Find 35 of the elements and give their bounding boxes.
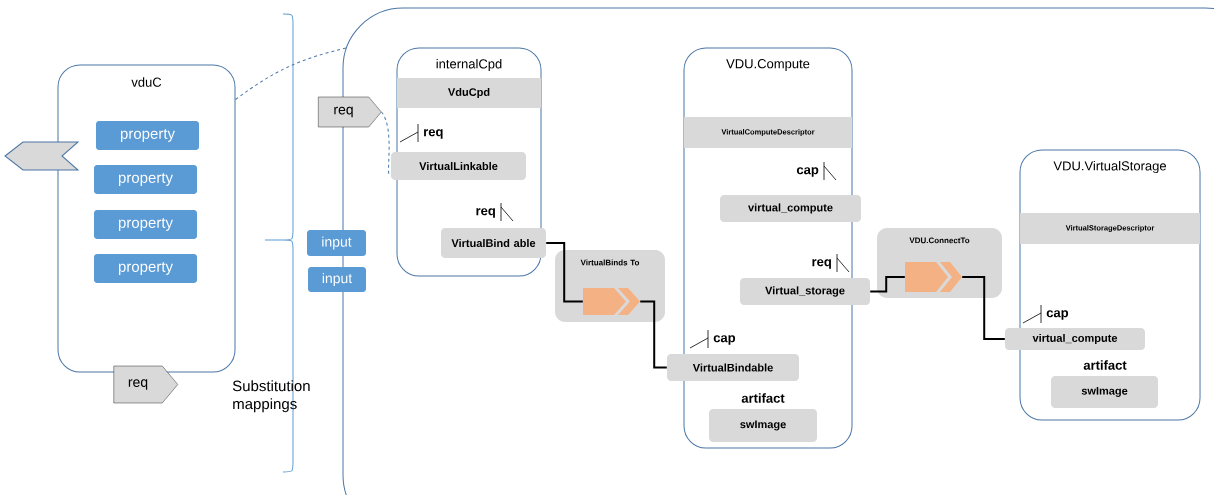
connector [961,276,1006,340]
port-label: req [812,259,831,269]
artifact-label: artifact [1083,360,1127,370]
property-box: property [96,121,199,150]
property-box: property [94,165,197,194]
port-box: Virtual_storage [740,278,870,305]
type-band: VduCpd [397,78,541,108]
relationship-symbol [905,262,962,292]
connector [869,276,906,293]
input-box: input [308,267,366,292]
connector [381,111,392,176]
property-box: property [94,210,197,239]
port-box: virtual_compute [1005,328,1145,350]
port-label: cap [796,167,819,177]
port-tag: req [318,96,382,128]
artifact-label: artifact [741,393,785,403]
port-box: VirtualBindable [667,354,799,381]
relationship-symbol [583,288,640,315]
port-box: swImage [1051,376,1158,408]
property-box: property [94,254,197,283]
connector [545,242,584,303]
input-box: input [307,230,366,256]
port-label: req [476,208,495,218]
port-box: virtual_compute [720,195,861,222]
port-box: VirtualBind able [441,228,546,258]
annotation-text: Substitution mappings [232,380,310,413]
port-label: cap [1046,310,1069,320]
connector [639,300,668,369]
port-tag: req [113,365,178,404]
port-box: VirtualLinkable [391,152,526,180]
port-box: swImage [709,409,817,442]
connector [235,47,349,100]
port-tag [4,141,79,171]
port-label: cap [713,335,736,345]
port-label: req [424,129,443,139]
